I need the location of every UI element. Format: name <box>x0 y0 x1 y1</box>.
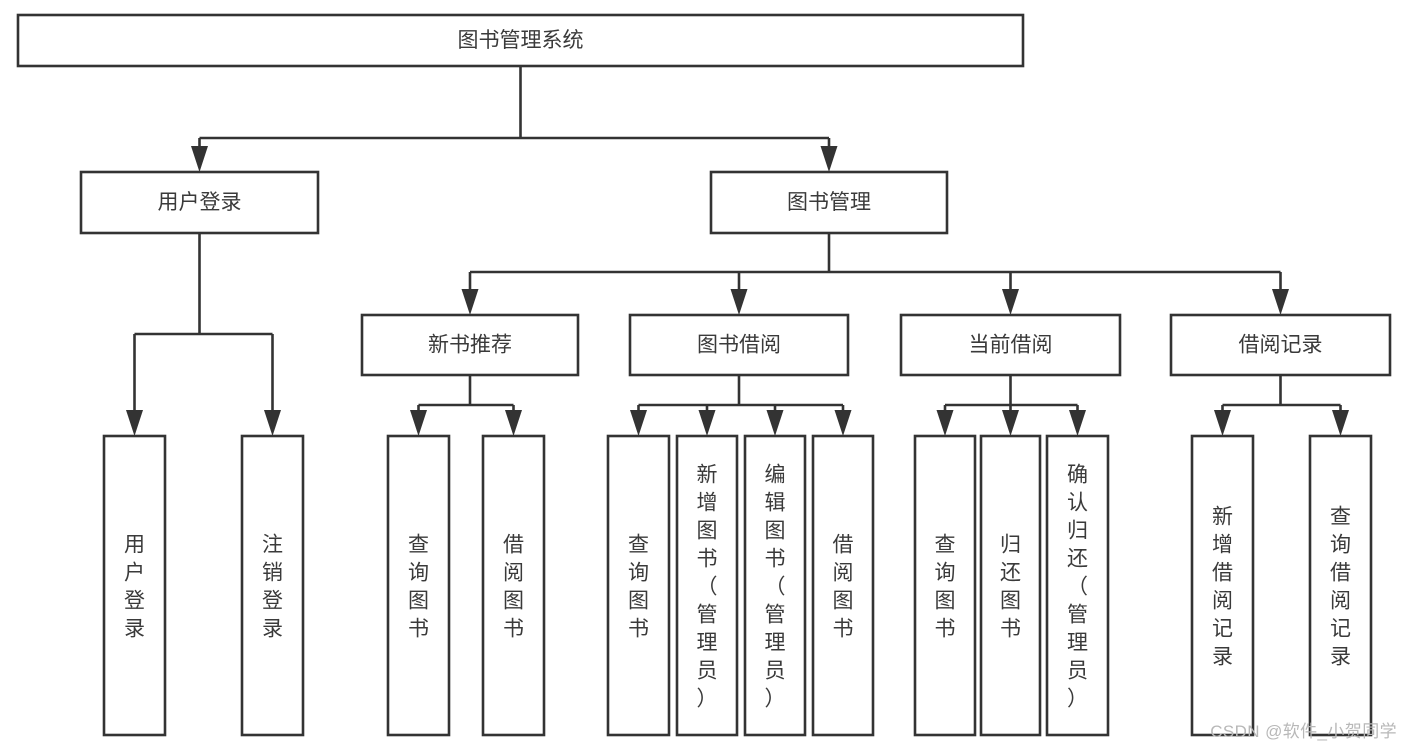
node-label-root: 图书管理系统 <box>458 29 584 52</box>
node-label-leaf-add-book: 新增图书（管理员） <box>697 463 718 710</box>
connector-group-user-login <box>126 233 281 436</box>
node-leaf-query-book-3[interactable]: 查询图书 <box>913 434 977 737</box>
node-box-user-login[interactable] <box>79 170 320 235</box>
node-box-leaf-query-book-2[interactable] <box>606 434 671 737</box>
connector-group-book-manage <box>461 233 1289 315</box>
node-book-manage[interactable]: 图书管理 <box>709 170 949 235</box>
node-label-borrow-record: 借阅记录 <box>1239 334 1323 357</box>
node-user-login[interactable]: 用户登录 <box>79 170 320 235</box>
node-box-leaf-query-record[interactable] <box>1308 434 1373 737</box>
node-box-new-book-recommend[interactable] <box>360 313 580 377</box>
node-label-leaf-query-book-1: 查询图书 <box>408 533 429 640</box>
node-leaf-confirm-return[interactable]: 确认归还（管理员） <box>1045 434 1110 737</box>
node-new-book-recommend[interactable]: 新书推荐 <box>360 313 580 377</box>
node-box-leaf-confirm-return[interactable] <box>1045 434 1110 737</box>
node-leaf-add-book[interactable]: 新增图书（管理员） <box>675 434 739 737</box>
node-leaf-query-record[interactable]: 查询借阅记录 <box>1308 434 1373 737</box>
node-box-leaf-edit-book[interactable] <box>743 434 807 737</box>
node-box-current-borrow[interactable] <box>899 313 1122 377</box>
node-box-leaf-return-book[interactable] <box>979 434 1042 737</box>
node-label-leaf-query-record: 查询借阅记录 <box>1330 505 1351 668</box>
node-box-leaf-add-record[interactable] <box>1190 434 1255 737</box>
node-label-leaf-borrow-book-1: 借阅图书 <box>503 533 524 640</box>
node-label-new-book-recommend: 新书推荐 <box>428 334 512 357</box>
node-leaf-borrow-book-2[interactable]: 借阅图书 <box>811 434 875 737</box>
watermark-text: CSDN @软件_小贺同学 <box>1210 722 1397 741</box>
node-label-book-manage: 图书管理 <box>787 191 871 214</box>
node-box-book-manage[interactable] <box>709 170 949 235</box>
connector-group-root <box>191 66 838 172</box>
node-label-leaf-add-record: 新增借阅记录 <box>1212 505 1233 668</box>
node-leaf-logout[interactable]: 注销登录 <box>240 434 305 737</box>
connector-group-current-borrow <box>936 375 1086 436</box>
node-label-leaf-edit-book: 编辑图书（管理员） <box>765 463 786 710</box>
node-label-leaf-return-book: 归还图书 <box>1000 533 1021 640</box>
connector-layer <box>126 66 1349 436</box>
node-layer: 图书管理系统用户登录图书管理新书推荐图书借阅当前借阅借阅记录用户登录注销登录查询… <box>16 13 1392 737</box>
node-leaf-borrow-book-1[interactable]: 借阅图书 <box>481 434 546 737</box>
node-current-borrow[interactable]: 当前借阅 <box>899 313 1122 377</box>
node-box-leaf-add-book[interactable] <box>675 434 739 737</box>
node-box-leaf-query-book-1[interactable] <box>386 434 451 737</box>
node-leaf-edit-book[interactable]: 编辑图书（管理员） <box>743 434 807 737</box>
node-label-book-borrow: 图书借阅 <box>697 334 781 357</box>
node-leaf-query-book-1[interactable]: 查询图书 <box>386 434 451 737</box>
node-label-user-login: 用户登录 <box>158 191 242 214</box>
node-label-leaf-logout: 注销登录 <box>262 533 283 640</box>
node-book-borrow[interactable]: 图书借阅 <box>628 313 850 377</box>
node-leaf-add-record[interactable]: 新增借阅记录 <box>1190 434 1255 737</box>
node-label-leaf-query-book-2: 查询图书 <box>628 533 649 640</box>
node-label-leaf-borrow-book-2: 借阅图书 <box>833 533 854 640</box>
node-leaf-user-login[interactable]: 用户登录 <box>102 434 167 737</box>
connector-group-book-borrow <box>630 375 852 436</box>
node-box-root[interactable] <box>16 13 1025 68</box>
node-leaf-query-book-2[interactable]: 查询图书 <box>606 434 671 737</box>
node-label-current-borrow: 当前借阅 <box>969 334 1053 357</box>
node-label-leaf-user-login: 用户登录 <box>124 533 145 640</box>
node-box-leaf-borrow-book-1[interactable] <box>481 434 546 737</box>
connector-group-new-book-recommend <box>410 375 522 436</box>
node-label-leaf-query-book-3: 查询图书 <box>935 533 956 640</box>
node-borrow-record[interactable]: 借阅记录 <box>1169 313 1392 377</box>
node-box-leaf-query-book-3[interactable] <box>913 434 977 737</box>
node-leaf-return-book[interactable]: 归还图书 <box>979 434 1042 737</box>
node-box-leaf-logout[interactable] <box>240 434 305 737</box>
node-label-leaf-confirm-return: 确认归还（管理员） <box>1067 463 1088 710</box>
node-box-borrow-record[interactable] <box>1169 313 1392 377</box>
node-box-book-borrow[interactable] <box>628 313 850 377</box>
connector-group-borrow-record <box>1214 375 1349 436</box>
node-root[interactable]: 图书管理系统 <box>16 13 1025 68</box>
node-box-leaf-user-login[interactable] <box>102 434 167 737</box>
node-box-leaf-borrow-book-2[interactable] <box>811 434 875 737</box>
